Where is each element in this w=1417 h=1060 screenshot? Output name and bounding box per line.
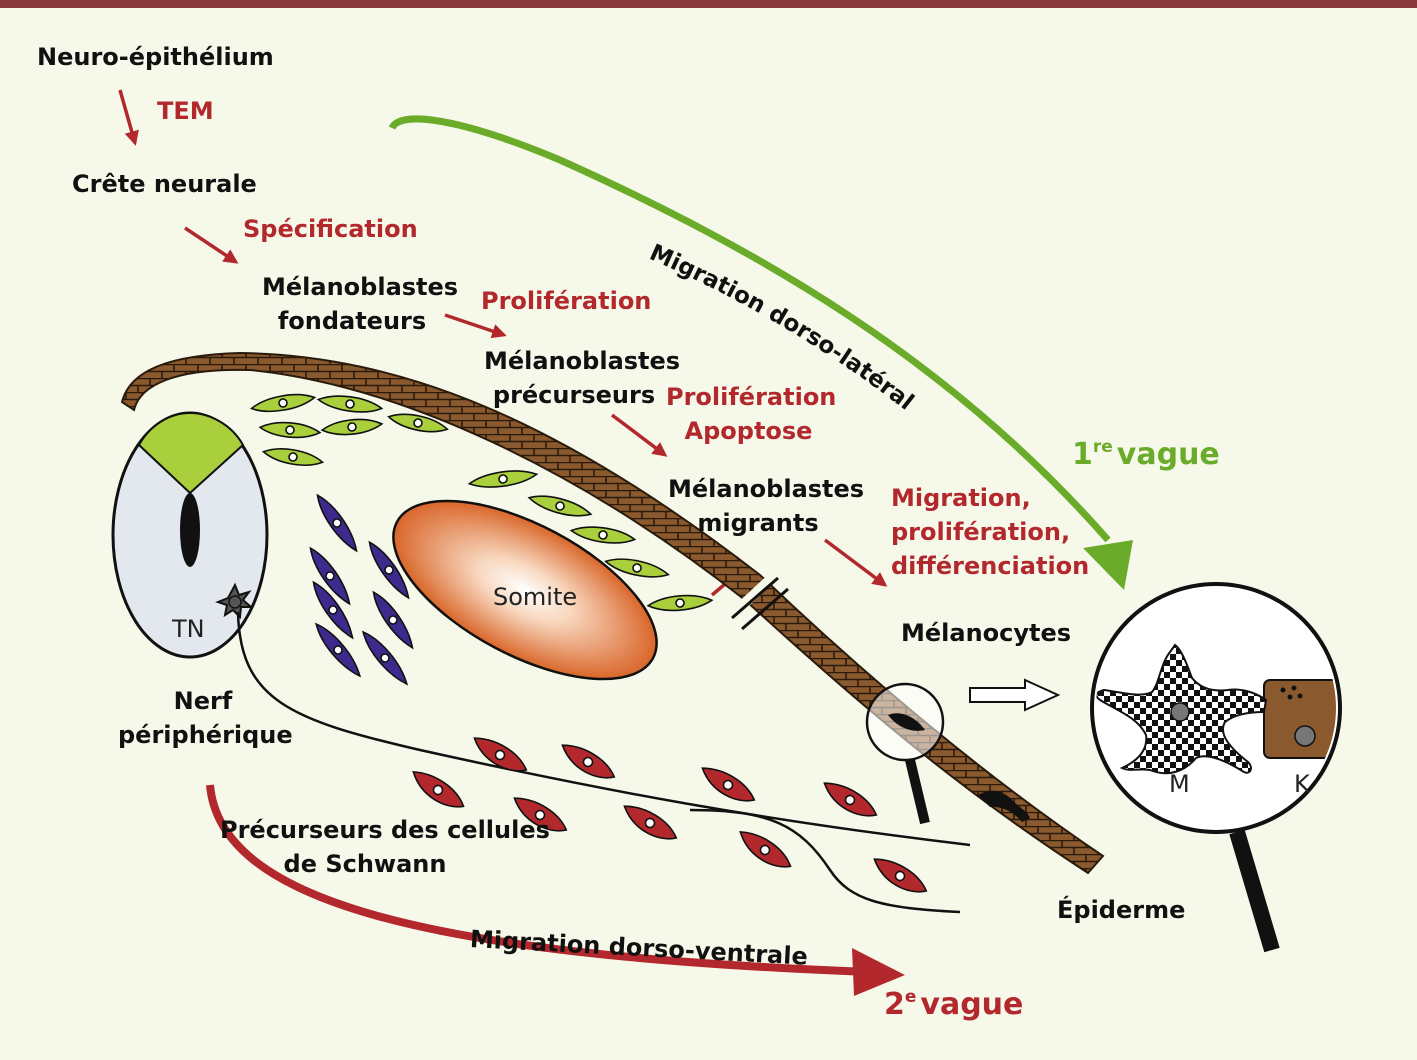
label-line: prolifération, [891, 518, 1071, 546]
label-tem: TEM [157, 97, 214, 125]
arrow-specification [184, 226, 239, 264]
arrow-proliferation-apoptose [610, 413, 668, 457]
label-line: différenciation [891, 552, 1090, 580]
top-bar [0, 0, 1417, 8]
ventral-cells [309, 493, 414, 686]
epidermis-layer [120, 351, 1105, 875]
label-line: périphérique [118, 721, 293, 749]
somite [392, 499, 658, 681]
epidermis-break-mark-a [731, 576, 779, 620]
first-wave-word: vague [1116, 437, 1220, 472]
peripheral-nerve [236, 611, 971, 847]
melanoblast-cells [249, 393, 714, 612]
arrow-migration-differenciation [823, 538, 888, 587]
label-specification: Spécification [243, 215, 418, 243]
arrow-tem [118, 89, 139, 146]
label-neuro-epithelium: Neuro-épithélium [37, 43, 274, 71]
label-line: migrants [697, 509, 819, 537]
label-line: Précurseurs des cellules [220, 816, 550, 844]
label-somite: Somite [493, 583, 578, 611]
label-epiderme: Épiderme [1057, 896, 1186, 924]
big-magnifier-handle [1229, 829, 1280, 953]
keratinocyte [1263, 679, 1336, 759]
first-wave-arrow [388, 115, 1111, 543]
label-line: de Schwann [283, 850, 447, 878]
epidermis-break-mark-b [741, 587, 789, 631]
label-line: fondateurs [277, 307, 427, 335]
label-melanocytes: Mélanocytes [901, 619, 1072, 647]
nerve-branch [689, 808, 961, 914]
label-nerf-peripherique: Nerf périphérique [118, 684, 293, 752]
label-line: Nerf [173, 687, 233, 715]
label-k: K [1294, 770, 1310, 798]
label-melanoblastes-fondateurs: Mélanoblastes fondateurs [262, 270, 459, 338]
label-precurseurs-schwann: Précurseurs des cellules de Schwann [220, 813, 550, 881]
neural-canal [180, 493, 200, 567]
label-melanoblastes-migrants: Mélanoblastes migrants [668, 472, 865, 540]
label-melanoblastes-precurseurs: Mélanoblastes précurseurs [484, 344, 681, 412]
second-wave-arrowhead [852, 948, 905, 996]
second-wave-word: vague [920, 987, 1024, 1022]
schwann-precursor-cells [412, 737, 928, 893]
first-wave-arrowhead [1083, 540, 1133, 590]
neural-crest-region [137, 411, 245, 495]
label-line: Migration, [891, 484, 1031, 512]
label-tn: TN [172, 615, 205, 643]
first-wave-number: 1 [1072, 437, 1093, 472]
second-wave-number: 2 [884, 987, 905, 1022]
label-proliferation-apoptose: Prolifération Apoptose [666, 380, 837, 448]
first-wave-sup: re [1092, 437, 1113, 457]
label-line: Apoptose [684, 417, 813, 445]
epidermis-break-1 [731, 571, 779, 616]
second-wave-sup: e [904, 987, 917, 1007]
zoom-arrow [969, 678, 1061, 712]
label-m: M [1169, 770, 1190, 798]
small-magnifier-handle [905, 758, 930, 825]
label-proliferation: Prolifération [481, 287, 652, 315]
label-migration-proliferation-differenciation: Migration, prolifération, différenciatio… [891, 481, 1089, 583]
label-line: Mélanoblastes [484, 347, 681, 375]
label-crete-neurale: Crête neurale [72, 170, 257, 198]
second-wave-arrow [206, 784, 871, 976]
label-line: Mélanoblastes [262, 273, 459, 301]
label-line: Prolifération [666, 383, 837, 411]
arrow-proliferation [444, 313, 507, 339]
epidermal-melanocyte [978, 790, 1030, 822]
label-line: précurseurs [492, 381, 656, 409]
label-line: Mélanoblastes [668, 475, 865, 503]
